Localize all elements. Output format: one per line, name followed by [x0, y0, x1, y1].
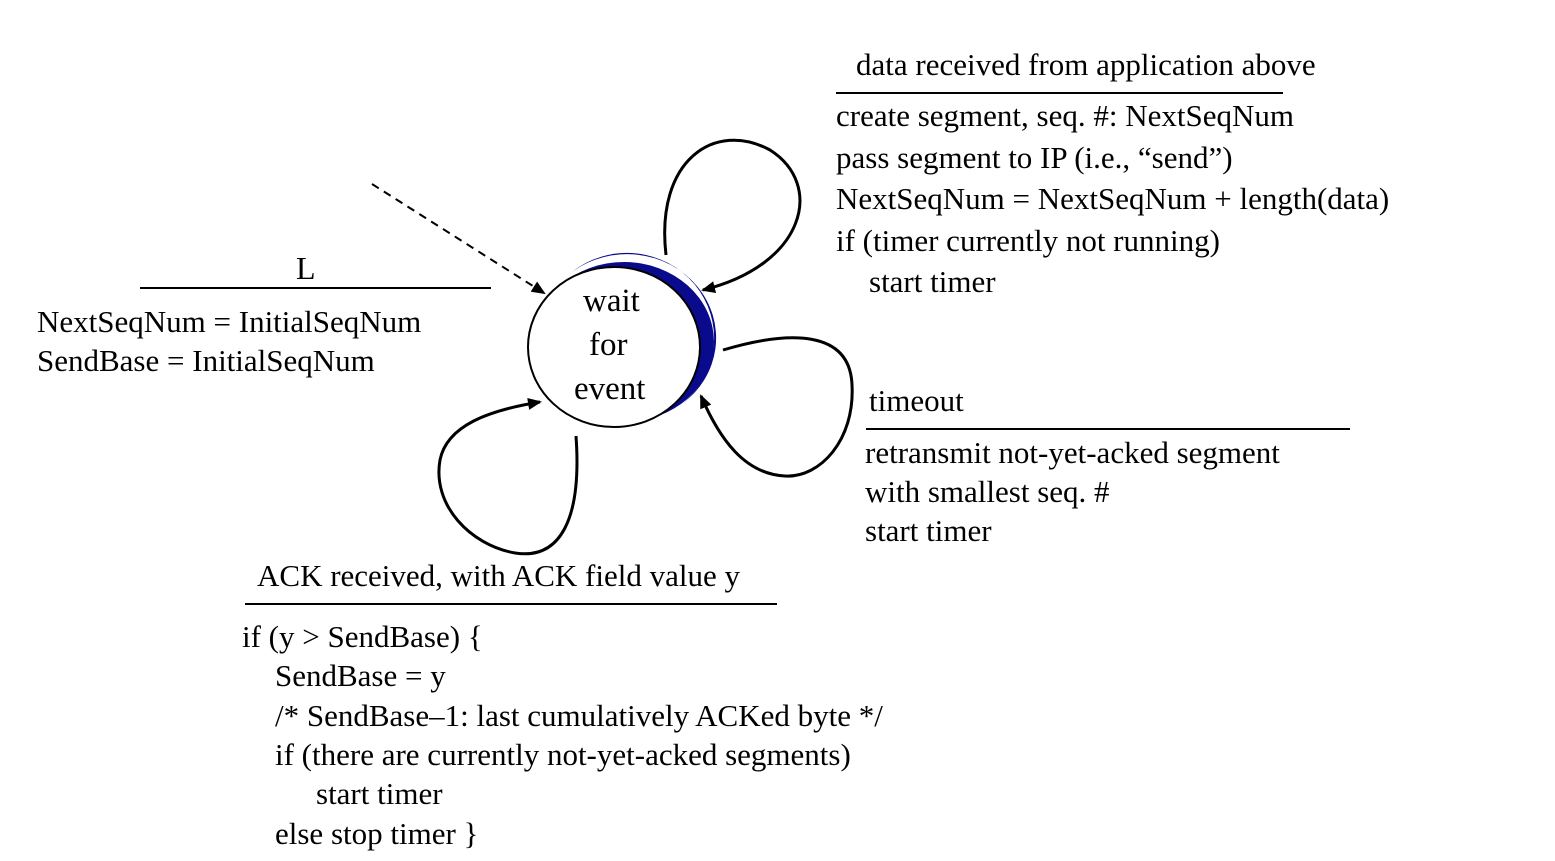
init-event: L	[296, 250, 316, 286]
data-action: if (timer currently not running)	[836, 223, 1220, 258]
ack-event: ACK received, with ACK field value y	[257, 558, 740, 593]
ack-received-loop-arrow	[437, 397, 579, 556]
data-action: start timer	[869, 264, 996, 299]
state-label-line-3: event	[574, 371, 646, 407]
ack-action: else stop timer }	[275, 816, 479, 851]
data-received-loop-arrow	[663, 138, 802, 293]
ack-action: SendBase = y	[275, 658, 446, 693]
data-rule	[836, 92, 1283, 94]
ack-action: /* SendBase–1: last cumulatively ACKed b…	[275, 698, 883, 733]
data-event: data received from application above	[856, 47, 1316, 82]
ack-action: start timer	[316, 776, 443, 811]
ack-action: if (there are currently not-yet-acked se…	[275, 737, 851, 772]
state-label-line-1: wait	[583, 283, 640, 319]
state-circle	[527, 266, 701, 428]
timeout-event: timeout	[869, 383, 964, 418]
data-action: NextSeqNum = NextSeqNum + length(data)	[836, 181, 1390, 216]
ack-rule	[245, 603, 777, 605]
timeout-action: start timer	[865, 513, 992, 548]
init-action: SendBase = InitialSeqNum	[37, 343, 375, 378]
ack-action: if (y > SendBase) {	[242, 619, 483, 654]
initial-transition-arrow	[371, 183, 546, 295]
timeout-loop-arrow	[699, 336, 854, 478]
timeout-action: with smallest seq. #	[865, 474, 1110, 509]
init-rule	[140, 287, 491, 289]
data-action: pass segment to IP (i.e., “send”)	[836, 140, 1233, 175]
init-action: NextSeqNum = InitialSeqNum	[37, 304, 422, 339]
timeout-rule	[866, 428, 1350, 430]
state-label-line-2: for	[589, 327, 628, 363]
timeout-action: retransmit not-yet-acked segment	[865, 435, 1280, 470]
data-action: create segment, seq. #: NextSeqNum	[836, 98, 1294, 133]
